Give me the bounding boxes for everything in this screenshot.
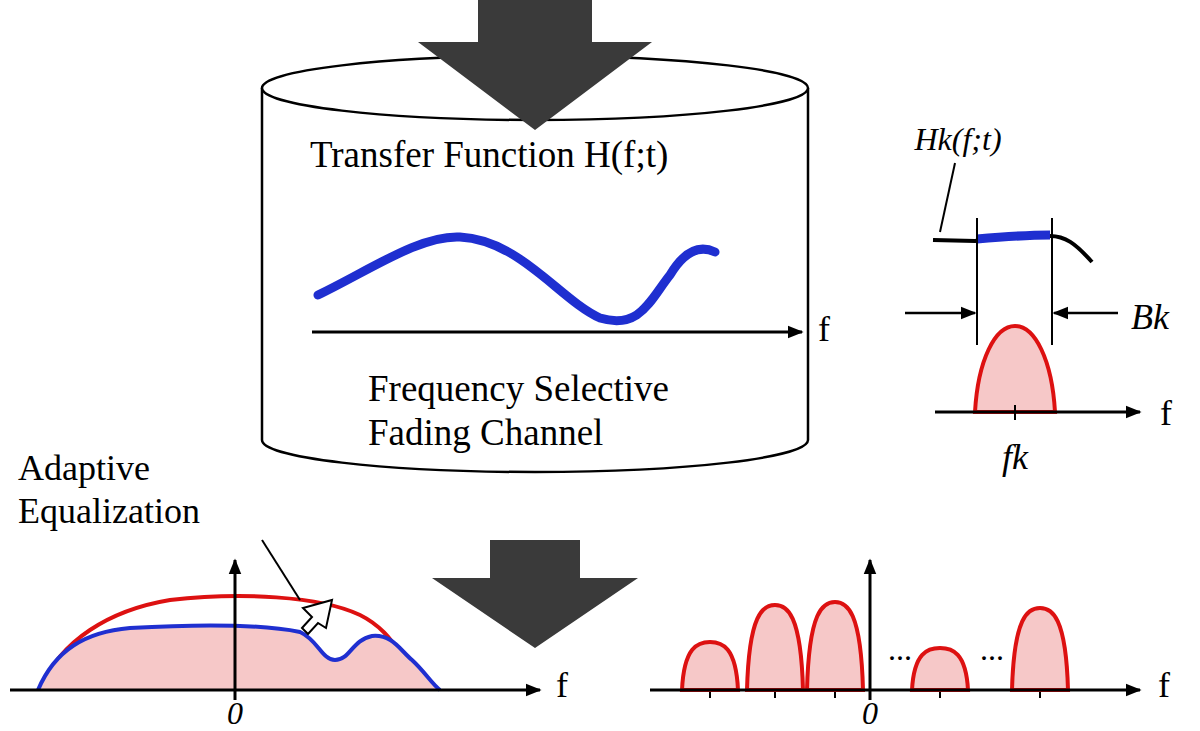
equalization-label: Adaptive Equalization: [18, 447, 268, 533]
subcarrier-spectrum: [1012, 608, 1068, 690]
cylinder-outline: [262, 55, 808, 475]
subcarrier-spectrum: [807, 602, 863, 690]
frequency-axis: [935, 411, 1140, 414]
subband-curve: [977, 235, 1050, 239]
subcarrier-spectrum: [912, 648, 968, 690]
subcarrier-spectrum: [747, 605, 803, 690]
equalization-arrow: [302, 600, 332, 634]
bandwidth-label: Bk: [1131, 298, 1169, 338]
axis-label: f: [556, 666, 568, 706]
received-spectrum: [38, 625, 440, 690]
subband-detail: [905, 163, 1140, 420]
flow-arrow: [418, 0, 652, 130]
leader-line: [940, 163, 955, 232]
frequency-label: fk: [1002, 438, 1028, 478]
bandwidth-arrow: [905, 312, 975, 315]
ellipsis: ...: [980, 632, 1004, 667]
origin-label: 0: [862, 696, 878, 731]
frequency-axis: [312, 331, 802, 334]
node-body: Frequency Selective Fading Channel: [368, 367, 713, 456]
axis-label: f: [1158, 666, 1170, 706]
node-heading: Transfer Function H(f;t): [310, 133, 750, 177]
amplitude-axis: [869, 560, 872, 700]
amplitude-axis: [234, 560, 237, 700]
bandwidth-arrow: [1054, 312, 1118, 315]
leader-line: [262, 540, 300, 600]
multicarrier-plot: [650, 560, 1140, 700]
origin-label: 0: [227, 696, 243, 731]
flow-arrow: [432, 540, 638, 648]
axis-label: f: [1160, 394, 1172, 434]
transfer-curve: [318, 237, 715, 321]
transfer-label: Hk(f;t): [914, 122, 1001, 157]
frequency-axis: [650, 689, 1140, 692]
axis-label: f: [818, 310, 830, 350]
ellipsis: ...: [888, 632, 912, 667]
channel-cylinder: Transfer Function H(f;t) Frequency Select…: [262, 55, 808, 475]
subcarrier-spectrum: [975, 326, 1055, 412]
subcarrier-spectrum: [682, 642, 738, 690]
frequency-axis: [10, 689, 540, 692]
transfer-curve: [933, 236, 1092, 262]
equalization-plot: [10, 540, 540, 700]
